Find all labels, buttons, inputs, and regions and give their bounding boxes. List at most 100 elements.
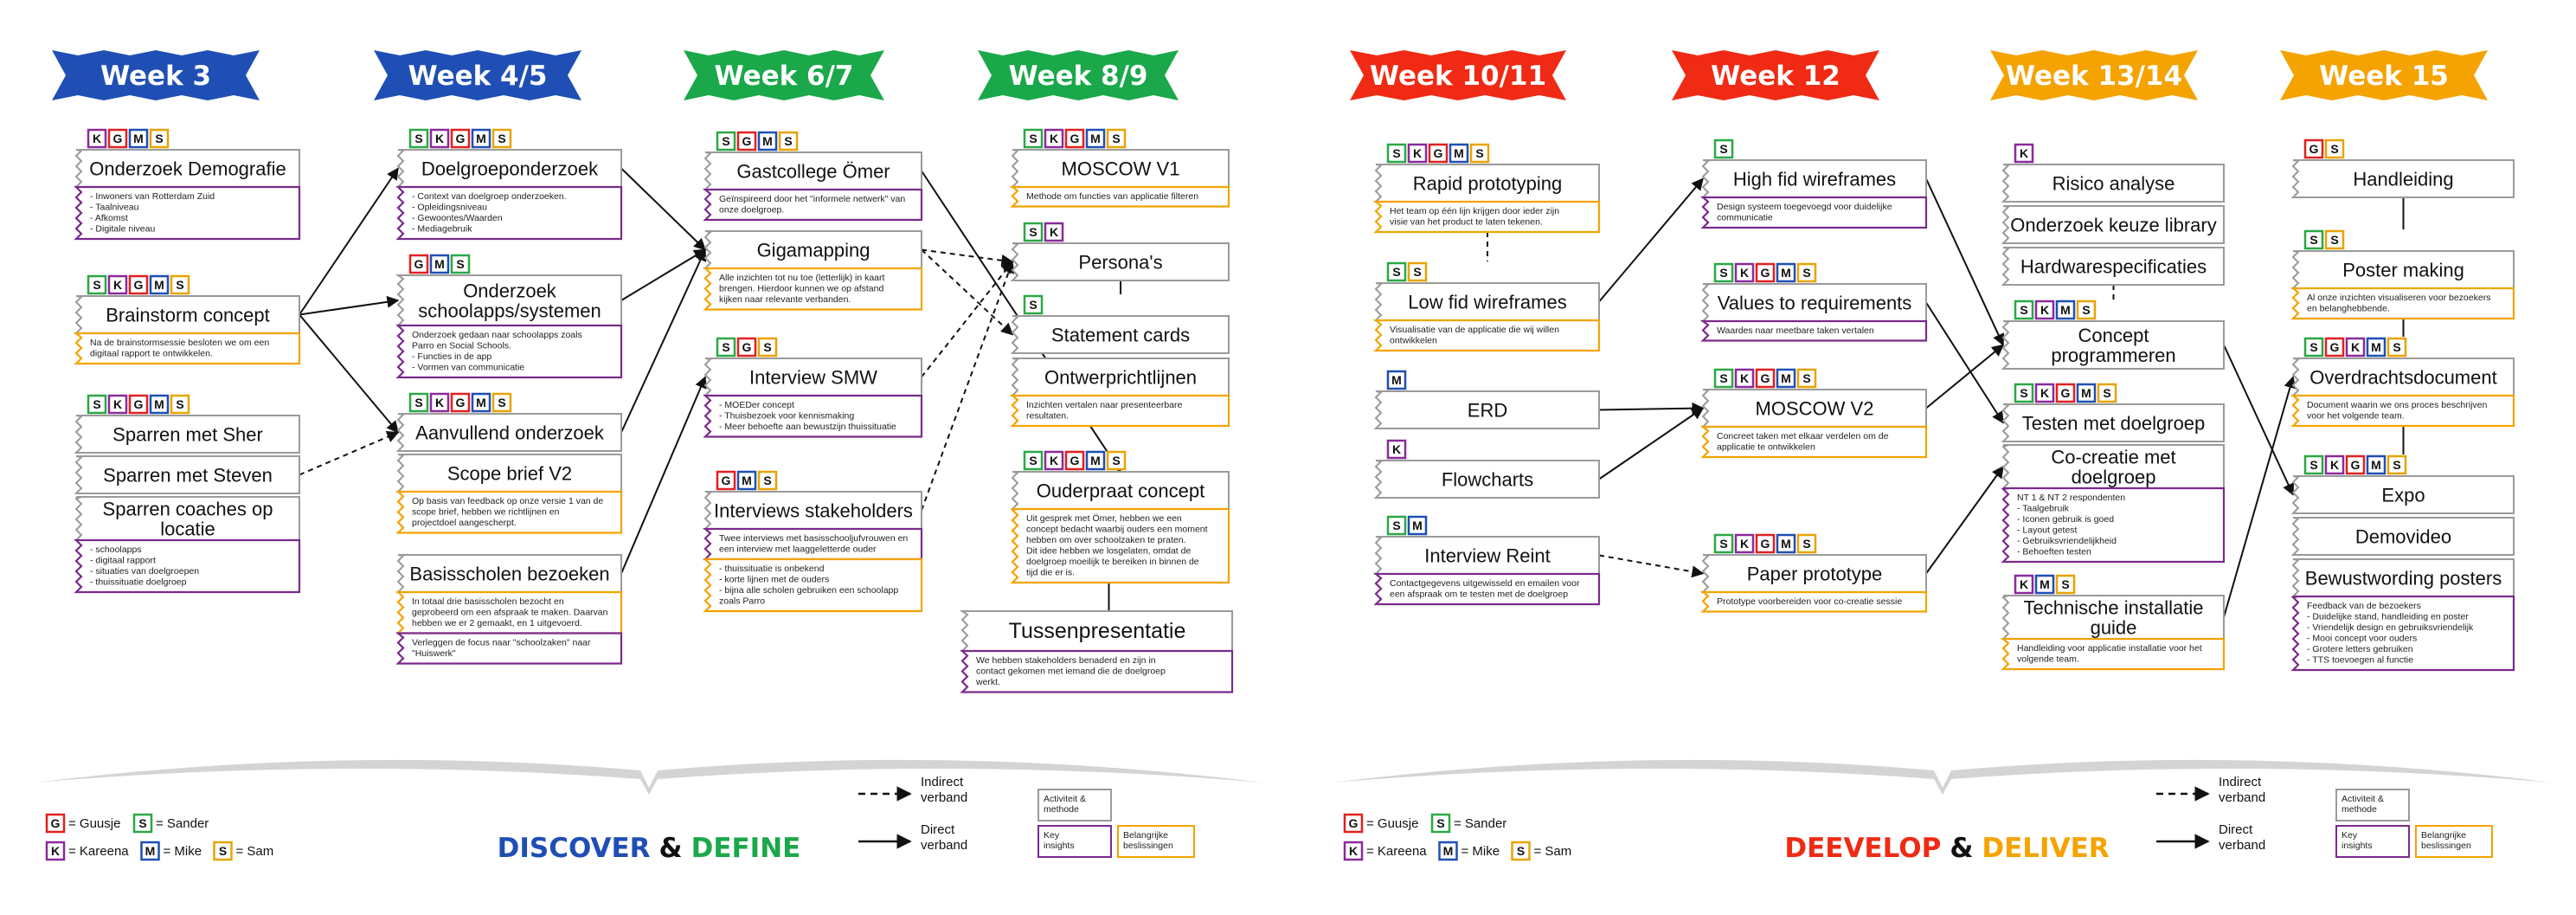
svg-text:K: K	[1740, 266, 1749, 280]
person-badge: M	[2055, 300, 2076, 320]
svg-text:S: S	[722, 340, 729, 354]
direct-connector	[1925, 465, 2004, 575]
note-line: voor het volgende team.	[2307, 411, 2405, 422]
person-badge: K	[1734, 262, 1755, 283]
phase-title-discover-define: DISCOVER&DEFINE	[498, 833, 801, 864]
person-badge: S	[2303, 229, 2324, 250]
person-badge: G	[450, 128, 471, 149]
note-line: - Functies in de app	[412, 351, 491, 362]
legend-person-sander: S= Sander	[132, 813, 209, 834]
decision-box	[2290, 394, 2515, 428]
activity-title: Scope brief V2	[447, 463, 572, 485]
activity-title: Concept	[2078, 325, 2149, 346]
person-badge: G	[1428, 143, 1449, 164]
person-badge: K	[2345, 337, 2366, 358]
svg-text:K: K	[1050, 454, 1058, 467]
legend-person-mike: M= Mike	[140, 841, 202, 861]
note-line: Feedback van de bezoekers	[2307, 601, 2421, 611]
note-line: - Opleidingsniveau	[412, 203, 487, 213]
svg-text:G: G	[113, 132, 123, 145]
person-badge: M	[471, 392, 491, 413]
person-badge: S	[2324, 229, 2345, 250]
person-badge: S	[2014, 300, 2034, 320]
direct-connector	[1598, 407, 1705, 480]
activity-box	[703, 358, 922, 396]
activity-title: Gastcollege Ömer	[736, 161, 890, 183]
activity-title: Overdrachtsdocument	[2309, 367, 2496, 389]
person-badge: K	[1044, 222, 1064, 242]
person-badge: K	[429, 128, 450, 149]
direct-connector	[620, 248, 707, 433]
person-badge: K	[1734, 533, 1755, 554]
svg-text:M: M	[154, 397, 164, 411]
svg-text:S: S	[155, 132, 163, 145]
activity-box	[1373, 164, 1600, 203]
person-badge: S	[1023, 450, 1044, 471]
svg-text:S: S	[2061, 577, 2069, 591]
activity-box	[2290, 475, 2515, 514]
note-line: zoals Parro	[719, 596, 765, 607]
svg-text:K: K	[2040, 303, 2049, 317]
note-line: - situaties van doelgroepen	[90, 566, 199, 577]
note-line: projectdoel aangescherpt.	[412, 518, 517, 528]
decision-box	[2290, 287, 2515, 320]
svg-text:S: S	[2330, 233, 2338, 247]
activity-title: Aanvullend onderzoek	[415, 422, 605, 444]
activity-onderzoek-library: Onderzoek keuze library	[2001, 205, 2225, 244]
person-badge: G	[450, 392, 471, 413]
svg-text:K: K	[1413, 146, 1422, 160]
person-badge: G	[2303, 139, 2324, 159]
svg-text:K: K	[1349, 844, 1358, 858]
note-line: - thuissituatie is onbekend	[719, 564, 825, 574]
svg-text:K: K	[2020, 577, 2028, 591]
activity-box	[74, 295, 300, 334]
activity-title: guide	[2091, 617, 2137, 639]
svg-text:G: G	[2309, 142, 2319, 156]
svg-text:S: S	[456, 257, 464, 271]
svg-text:= Sander: = Sander	[1454, 816, 1506, 831]
decision-box	[1010, 507, 1230, 584]
week-banner-shape	[1672, 50, 1879, 100]
svg-text:M: M	[1443, 844, 1454, 858]
phase-title-develop-deliver: DEEVELOP&DELIVER	[1784, 833, 2109, 864]
direct-connector	[2223, 376, 2297, 618]
svg-text:S: S	[1802, 537, 1810, 551]
activity-box	[74, 149, 300, 188]
activity-box	[395, 454, 622, 493]
svg-text:beslissingen: beslissingen	[1123, 841, 1173, 851]
note-line: - Gewoontes/Waarden	[412, 213, 503, 223]
note-line: - Meer behoefte aan bewustzijn thuissitu…	[719, 422, 896, 432]
person-badge: S	[1023, 222, 1044, 242]
svg-text:Belangrijke: Belangrijke	[2421, 830, 2466, 841]
svg-text:S: S	[1436, 816, 1444, 830]
activity-title: Rapid prototyping	[1413, 173, 1562, 195]
week-banner-shape	[374, 50, 581, 100]
person-badge: K	[1407, 143, 1428, 164]
activity-title: Onderzoek keuze library	[2010, 215, 2216, 236]
note-line: - Thuisbezoek voor kennismaking	[719, 411, 854, 422]
week-label: Week 4/5	[408, 61, 547, 92]
person-badge: S	[757, 470, 778, 491]
note-line: - Afkomst	[90, 213, 128, 223]
person-badge: M	[2366, 337, 2386, 358]
person-badge: G	[408, 254, 429, 274]
activity-title: Testen met doelgroep	[2022, 413, 2206, 435]
person-badge: K	[1044, 128, 1064, 149]
svg-text:G: G	[456, 396, 466, 409]
activity-box	[1700, 389, 1927, 428]
svg-text:insights: insights	[1044, 841, 1075, 851]
activity-title: Demovideo	[2355, 526, 2451, 548]
svg-text:G: G	[1761, 266, 1770, 280]
decision-box	[2000, 637, 2226, 671]
svg-text:S: S	[1517, 844, 1525, 858]
note-line: tijd die er is.	[1026, 568, 1075, 578]
activity-title: schoolapps/systemen	[418, 300, 601, 322]
note-line: resultaten.	[1026, 411, 1069, 422]
